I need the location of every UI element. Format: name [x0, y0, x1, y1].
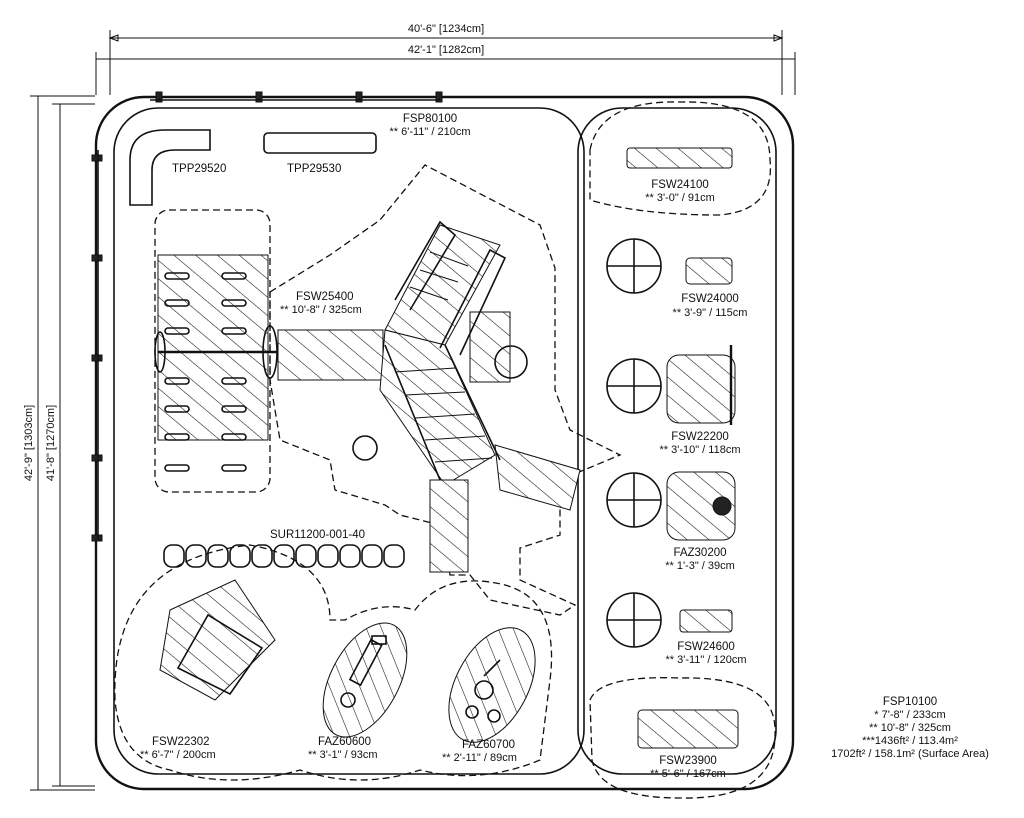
- faz60600-label: FAZ60600: [318, 736, 371, 748]
- faz60700-size: ** 2'-11" / 89cm: [442, 752, 517, 764]
- swing-end-post-right: [262, 325, 278, 379]
- fsw25400-swing-area: [157, 254, 269, 441]
- faz60700-equipment: [465, 659, 501, 723]
- fsw22302-size: ** 6'-7" / 200cm: [140, 749, 216, 761]
- fsw24100-size: ** 3'-0" / 91cm: [645, 192, 715, 204]
- tiles-group-4: [606, 592, 662, 648]
- faz60600-equipment: [340, 635, 387, 708]
- height-dimension-inner: 41'-8" [1270cm]: [45, 103, 95, 787]
- tiles-group-2: [606, 358, 662, 414]
- fsw24600-equipment: [679, 609, 733, 633]
- side-play-area: [577, 107, 777, 775]
- central-use-zone: [269, 164, 622, 616]
- fsw24000-label: FSW24000: [681, 293, 739, 305]
- site-boundary: [94, 95, 795, 791]
- summary-notes: FSP10100 * 7'-8" / 233cm ** 10'-8" / 325…: [831, 696, 989, 760]
- sur11200-label: SUR11200-001-40: [270, 529, 365, 541]
- fsw22302-use-area: [159, 579, 276, 701]
- summary-line-2: ** 10'-8" / 325cm: [869, 722, 951, 734]
- fsw22302-label: FSW22302: [152, 736, 210, 748]
- panel-tpp29520: [129, 129, 211, 206]
- fsw25400-label: FSW25400: [296, 291, 354, 303]
- fsw22200-label: FSW22200: [671, 431, 729, 443]
- fsw24100-label: FSW24100: [651, 179, 709, 191]
- fsw24000-size: ** 3'-9" / 115cm: [673, 307, 748, 319]
- width-inner-label: 42'-1" [1282cm]: [408, 44, 484, 56]
- fence-posts: [91, 91, 443, 542]
- fsw24600-label: FSW24600: [677, 641, 735, 653]
- fsw24100-use-zone: [589, 101, 772, 216]
- fsw23900-size: ** 5'-6" / 167cm: [650, 768, 726, 780]
- faz30200-size: ** 1'-3" / 39cm: [665, 560, 735, 572]
- faz30200-label: FAZ30200: [673, 547, 726, 559]
- height-dimension-outer: 42'-9" [1303cm]: [23, 95, 95, 791]
- swing-end-post-left: [154, 331, 166, 373]
- swing-seats: [164, 272, 247, 472]
- height-outer-label: 42'-9" [1303cm]: [23, 405, 35, 481]
- faz60600-use-area: [322, 622, 408, 738]
- summary-line-3: ***1436ft² / 113.4m²: [862, 735, 958, 747]
- summary-line-4: 1702ft² / 158.1m² (Surface Area): [831, 748, 989, 760]
- faz60600-size: ** 3'-1" / 93cm: [308, 749, 378, 761]
- main-play-area: [113, 107, 585, 775]
- fsw23900-label: FSW23900: [659, 755, 717, 767]
- width-dimension-inner: 42'-1" [1282cm]: [95, 44, 796, 95]
- summary-code: FSP10100: [883, 696, 937, 708]
- fsw25400-size: ** 10'-8" / 325cm: [280, 304, 362, 316]
- tiles-group-3: [606, 472, 662, 528]
- width-dimension-outer: 40'-6" [1234cm]: [108, 23, 784, 95]
- bridge-walkway: [277, 329, 384, 381]
- panel-tpp29530: [263, 132, 377, 154]
- fsp80100-size: ** 6'-11" / 210cm: [389, 126, 470, 138]
- faz60700-label: FAZ60700: [462, 739, 515, 751]
- fsw23900-use-zone: [589, 677, 776, 799]
- width-outer-label: 40'-6" [1234cm]: [408, 23, 484, 35]
- fsp80100-label: FSP80100: [403, 113, 457, 125]
- fsw22200-size: ** 3'-10" / 118cm: [659, 444, 740, 456]
- climbing-structure: [352, 220, 581, 573]
- fsw24000-equipment: [685, 257, 733, 285]
- fsw24600-size: ** 3'-11" / 120cm: [665, 654, 746, 666]
- lower-use-zone: [114, 544, 553, 781]
- faz30200-equipment: [712, 496, 732, 516]
- summary-line-1: * 7'-8" / 233cm: [874, 709, 945, 721]
- fsw22200-use-area: [666, 354, 736, 424]
- tpp29530-label: TPP29530: [287, 163, 341, 175]
- surfacing-tiles: [163, 544, 405, 568]
- tpp29520-label: TPP29520: [172, 163, 226, 175]
- fsw22302-frame: [176, 613, 264, 696]
- height-inner-label: 41'-8" [1270cm]: [45, 405, 57, 481]
- tiles-group-1: [606, 238, 662, 294]
- faz30200-use-area: [666, 471, 736, 541]
- fsw24100-equipment: [626, 147, 733, 169]
- fsw23900-equipment: [637, 709, 739, 749]
